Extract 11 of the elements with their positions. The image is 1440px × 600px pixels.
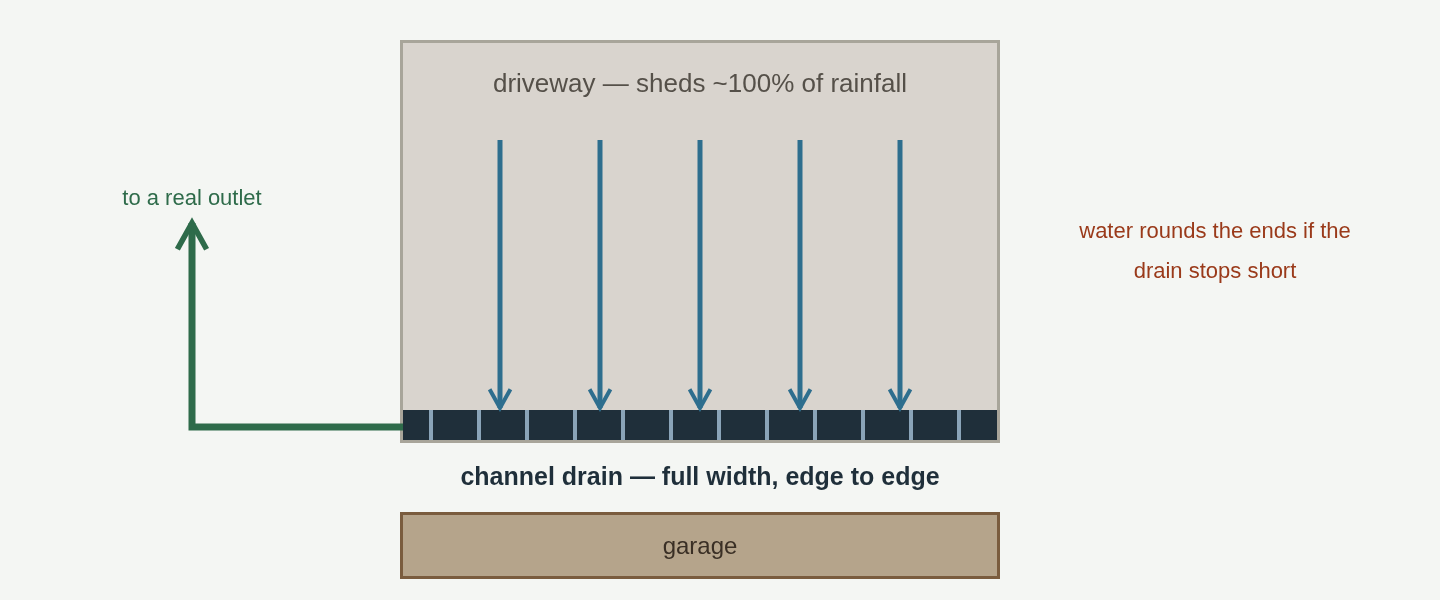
garage-label: garage <box>662 532 738 560</box>
rainfall-arrow <box>887 140 913 410</box>
rainfall-arrow <box>687 140 713 410</box>
garage-box <box>400 512 1000 579</box>
rainfall-arrow <box>587 140 613 410</box>
drain-label: channel drain — full width, edge to edge <box>460 462 940 491</box>
rainfall-arrow <box>487 140 513 410</box>
outlet-label: to a real outlet <box>122 185 262 211</box>
rainfall-arrow <box>787 140 813 410</box>
area-title: driveway — sheds ~100% of rainfall <box>493 68 907 99</box>
warning-note: water rounds the ends if the drain stops short <box>1078 217 1352 285</box>
